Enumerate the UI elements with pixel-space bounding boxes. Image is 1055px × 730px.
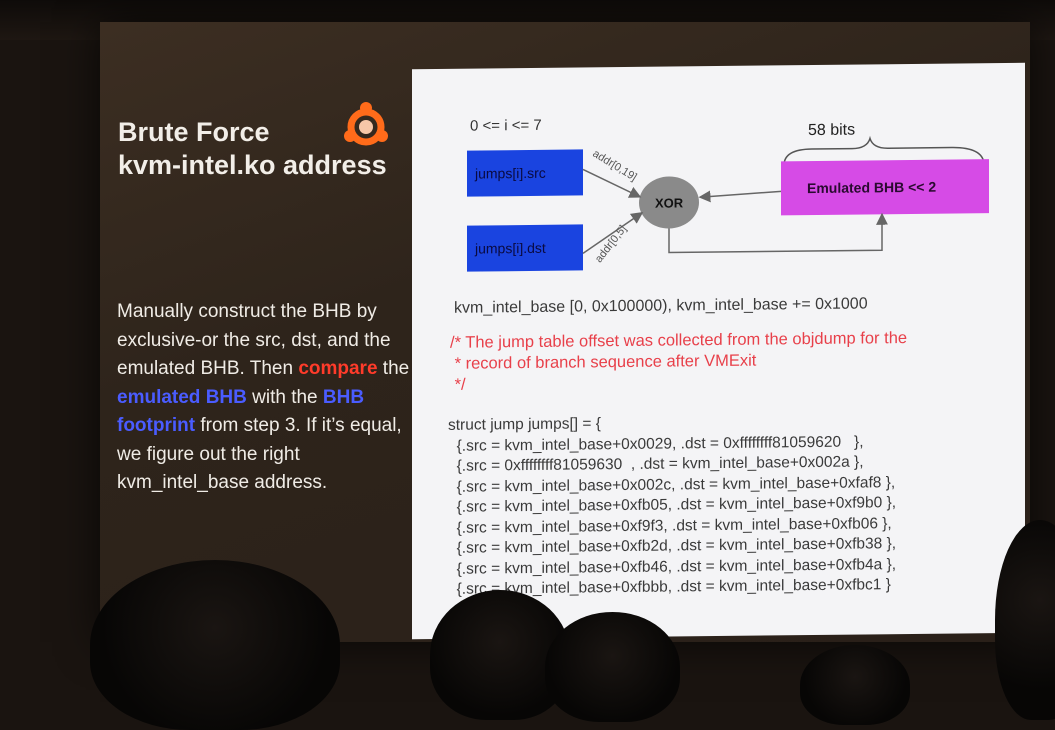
slide-title-line1: Brute Force xyxy=(118,117,270,147)
slide-title-line2: kvm-intel.ko address xyxy=(118,150,387,180)
dst-to-xor-arrow xyxy=(582,211,644,255)
emulated-bhb-box xyxy=(781,159,989,216)
addr-src-label: addr[0,19] xyxy=(590,148,638,184)
src-box xyxy=(467,149,583,197)
kvm-base-range: kvm_intel_base [0, 0x100000), kvm_intel_… xyxy=(454,295,868,317)
audience-head-center-right xyxy=(545,612,680,722)
xor-node xyxy=(639,176,699,229)
src-box-label: jumps[i].src xyxy=(474,165,546,182)
emulated-bhb-label: Emulated BHB << 2 xyxy=(807,179,936,196)
dst-box xyxy=(467,224,583,272)
xor-label: XOR xyxy=(655,195,684,210)
src-to-xor-arrow xyxy=(582,168,642,198)
body-text-end: from step 3. If it’s equal, we figure ou… xyxy=(117,415,402,493)
body-text-the: the xyxy=(377,358,410,379)
bhb-to-xor-arrow xyxy=(698,190,782,203)
audience-head-right xyxy=(800,645,910,725)
diagram-code-panel: 0 <= i <= 7 58 bits jumps[i].src jumps[i… xyxy=(412,62,1025,640)
highlight-bhb-footprint: BHB footprint xyxy=(117,386,365,437)
bhb-xor-diagram: 0 <= i <= 7 58 bits jumps[i].src jumps[i… xyxy=(467,117,989,272)
code-comment: /* The jump table offset was collected f… xyxy=(450,329,908,394)
ubuntu-style-logo-icon xyxy=(344,102,388,146)
dst-box-label: jumps[i].dst xyxy=(474,240,546,257)
highlight-compare: compare xyxy=(298,358,378,379)
slide-title: Brute Force kvm-intel.ko address xyxy=(118,116,387,182)
highlight-emulated-bhb: emulated BHB xyxy=(117,386,247,408)
bits-label: 58 bits xyxy=(808,122,855,139)
jump-table-code: struct jump jumps[] = { {.src = kvm_inte… xyxy=(448,415,897,598)
bits-brace xyxy=(783,135,985,166)
loop-range-label: 0 <= i <= 7 xyxy=(470,117,542,135)
body-text-intro: Manually construct the BHB by exclusive-… xyxy=(117,301,391,379)
audience-head-left xyxy=(90,560,340,730)
body-text-with: with the xyxy=(246,386,323,408)
slide-body-text: Manually construct the BHB by exclusive-… xyxy=(117,298,417,498)
addr-dst-label: addr[0,5] xyxy=(593,223,629,265)
xor-feedback-line xyxy=(668,212,888,254)
